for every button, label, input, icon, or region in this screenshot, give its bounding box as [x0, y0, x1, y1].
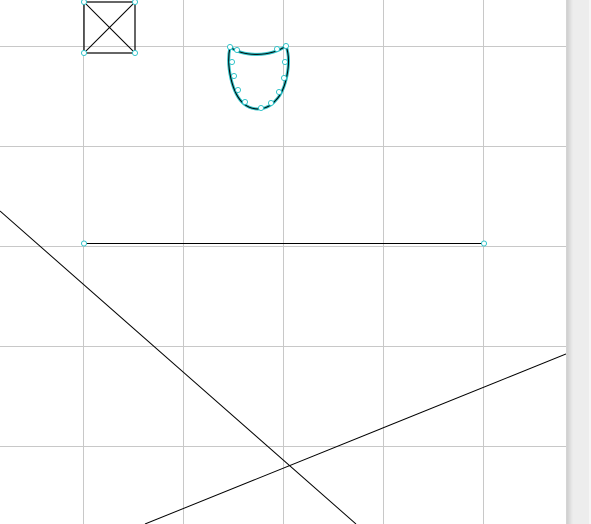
vertical-scrollbar[interactable]	[566, 0, 591, 524]
square-outline[interactable]	[83, 1, 136, 54]
pouch-outline[interactable]	[228, 45, 289, 110]
selection-handle[interactable]	[481, 240, 487, 247]
selection-handle[interactable]	[282, 59, 288, 65]
drawing-surface[interactable]	[0, 0, 566, 524]
curved-pouch-shape[interactable]	[227, 43, 290, 111]
selection-handle[interactable]	[235, 87, 241, 93]
selection-handle[interactable]	[283, 43, 289, 49]
selection-handle[interactable]	[242, 99, 248, 105]
scrollbar-shadow	[567, 0, 573, 524]
selection-handle[interactable]	[81, 0, 87, 5]
selection-handle[interactable]	[231, 73, 237, 79]
selection-handle[interactable]	[229, 59, 235, 65]
selection-handle[interactable]	[268, 100, 274, 106]
descending-diagonal-line[interactable]	[0, 210, 357, 524]
selection-handle[interactable]	[258, 105, 264, 111]
horizontal-line-shape[interactable]	[81, 240, 487, 247]
ascending-diagonal-line[interactable]	[144, 353, 566, 524]
crossed-square-shape[interactable]	[81, 0, 138, 56]
selection-handle[interactable]	[227, 44, 233, 50]
selection-handle[interactable]	[81, 50, 87, 56]
selection-handle[interactable]	[274, 46, 280, 52]
pouch-selection-outline	[227, 43, 290, 111]
scrollbar-highlight	[589, 0, 591, 524]
selection-handle[interactable]	[276, 89, 282, 95]
selection-handle[interactable]	[234, 47, 240, 53]
square-diagonal[interactable]	[83, 1, 136, 54]
selection-handle[interactable]	[132, 0, 138, 5]
selection-handle[interactable]	[132, 50, 138, 56]
selection-handle[interactable]	[81, 240, 87, 247]
selection-handle[interactable]	[281, 75, 287, 81]
drawing-canvas[interactable]	[0, 0, 566, 524]
